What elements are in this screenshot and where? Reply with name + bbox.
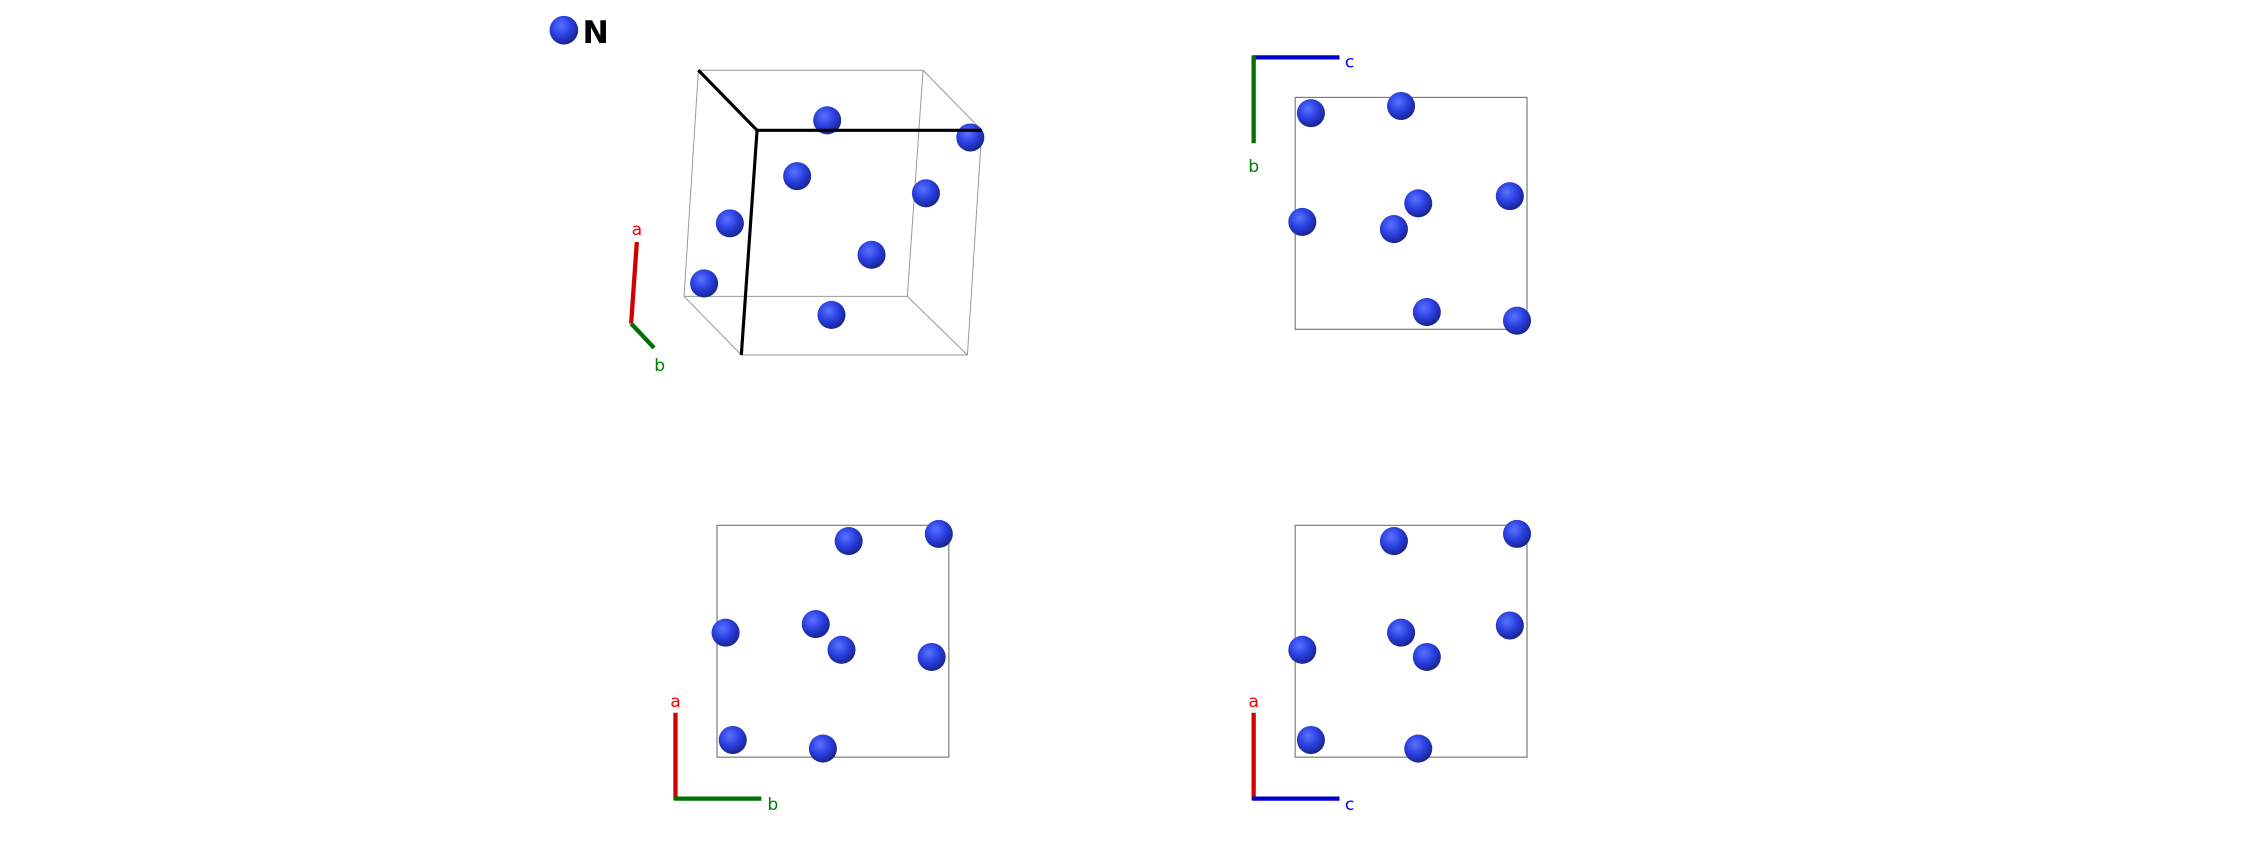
legend: N (549, 15, 609, 51)
nitrogen-atom[interactable] (711, 618, 740, 647)
legend-atom-icon (549, 15, 579, 45)
legend-label: N (582, 15, 608, 51)
nitrogen-atom[interactable] (1412, 298, 1441, 327)
nitrogen-atom[interactable] (817, 300, 846, 329)
nitrogen-atom[interactable] (1404, 189, 1433, 218)
nitrogen-atom[interactable] (1288, 635, 1317, 664)
bc-projection-view: c b (1248, 52, 1532, 335)
axis-c-label: c (1345, 795, 1354, 815)
nitrogen-atom[interactable] (718, 725, 747, 755)
ac-projection-view: a c (1248, 519, 1532, 815)
nitrogen-atom[interactable] (1379, 527, 1408, 556)
axis-indicator: a b (628, 220, 665, 376)
nitrogen-atom[interactable] (827, 635, 856, 664)
axis-b-label: b (767, 795, 778, 815)
atoms (1288, 91, 1532, 335)
nitrogen-atom[interactable] (1502, 306, 1532, 335)
cell-edges-highlight (697, 69, 982, 356)
nitrogen-atom[interactable] (783, 162, 812, 191)
nitrogen-atom[interactable] (1502, 519, 1532, 548)
nitrogen-atom[interactable] (1387, 618, 1416, 647)
nitrogen-atom[interactable] (911, 179, 940, 208)
nitrogen-atom[interactable] (917, 642, 946, 672)
nitrogen-atom[interactable] (1296, 99, 1325, 128)
axis-a-label: a (632, 220, 643, 240)
nitrogen-atom[interactable] (1412, 642, 1441, 672)
nitrogen-atom[interactable] (813, 106, 842, 135)
axis-b-label: b (654, 356, 665, 376)
axis-indicator: a c (1248, 692, 1354, 815)
nitrogen-atom[interactable] (690, 269, 719, 298)
nitrogen-atom[interactable] (1495, 182, 1524, 211)
nitrogen-atom[interactable] (1296, 725, 1325, 755)
nitrogen-atom[interactable] (857, 240, 886, 269)
axis-a-label: a (1248, 692, 1259, 712)
nitrogen-atom[interactable] (1387, 91, 1416, 121)
axis-indicator: a b (670, 692, 778, 815)
ab-projection-view: a b (670, 519, 953, 815)
nitrogen-atom[interactable] (1404, 734, 1433, 763)
atoms (711, 519, 953, 763)
nitrogen-atom[interactable] (834, 527, 863, 556)
perspective-view: a b (628, 69, 985, 376)
nitrogen-atom[interactable] (1495, 611, 1524, 640)
nitrogen-atom[interactable] (808, 734, 837, 763)
axis-b-label: b (1248, 157, 1259, 177)
nitrogen-atom[interactable] (1379, 215, 1408, 244)
atoms (690, 106, 985, 329)
axis-c-label: c (1345, 52, 1354, 72)
axis-a-label: a (670, 692, 681, 712)
atoms (1288, 519, 1532, 763)
nitrogen-atom[interactable] (956, 123, 985, 152)
axis-b (629, 322, 656, 350)
nitrogen-atom[interactable] (715, 209, 744, 238)
axis-a (628, 241, 639, 324)
nitrogen-atom[interactable] (924, 519, 953, 548)
nitrogen-atom[interactable] (801, 610, 830, 639)
nitrogen-atom[interactable] (1288, 207, 1317, 236)
axis-indicator: c b (1248, 52, 1354, 176)
